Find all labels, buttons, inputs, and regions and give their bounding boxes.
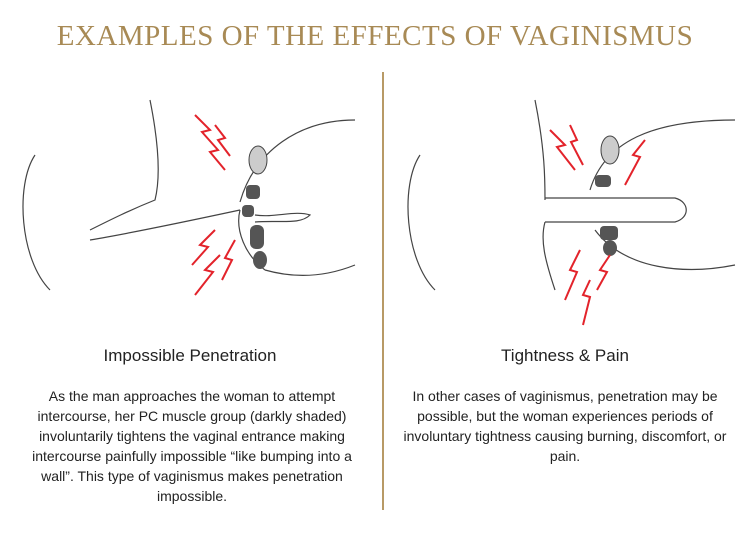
illustration-tightness-pain (407, 99, 736, 326)
panel-description-impossible-penetration: As the man approaches the woman to attem… (32, 388, 352, 504)
muscle-shading (242, 145, 268, 269)
panel-heading-tightness-pain: Tightness & Pain (501, 346, 629, 365)
divider (382, 72, 384, 510)
illustration-impossible-penetration (22, 99, 356, 296)
panel-description-tightness-pain: In other cases of vaginismus, penetratio… (403, 388, 727, 464)
pain-lightning-icon (191, 114, 236, 296)
panel-heading-impossible-penetration: Impossible Penetration (103, 346, 277, 365)
page-title: EXAMPLES OF THE EFFECTS OF VAGINISMUS (56, 20, 694, 52)
muscle-shading (595, 135, 620, 256)
pain-lightning-icon (549, 124, 646, 326)
